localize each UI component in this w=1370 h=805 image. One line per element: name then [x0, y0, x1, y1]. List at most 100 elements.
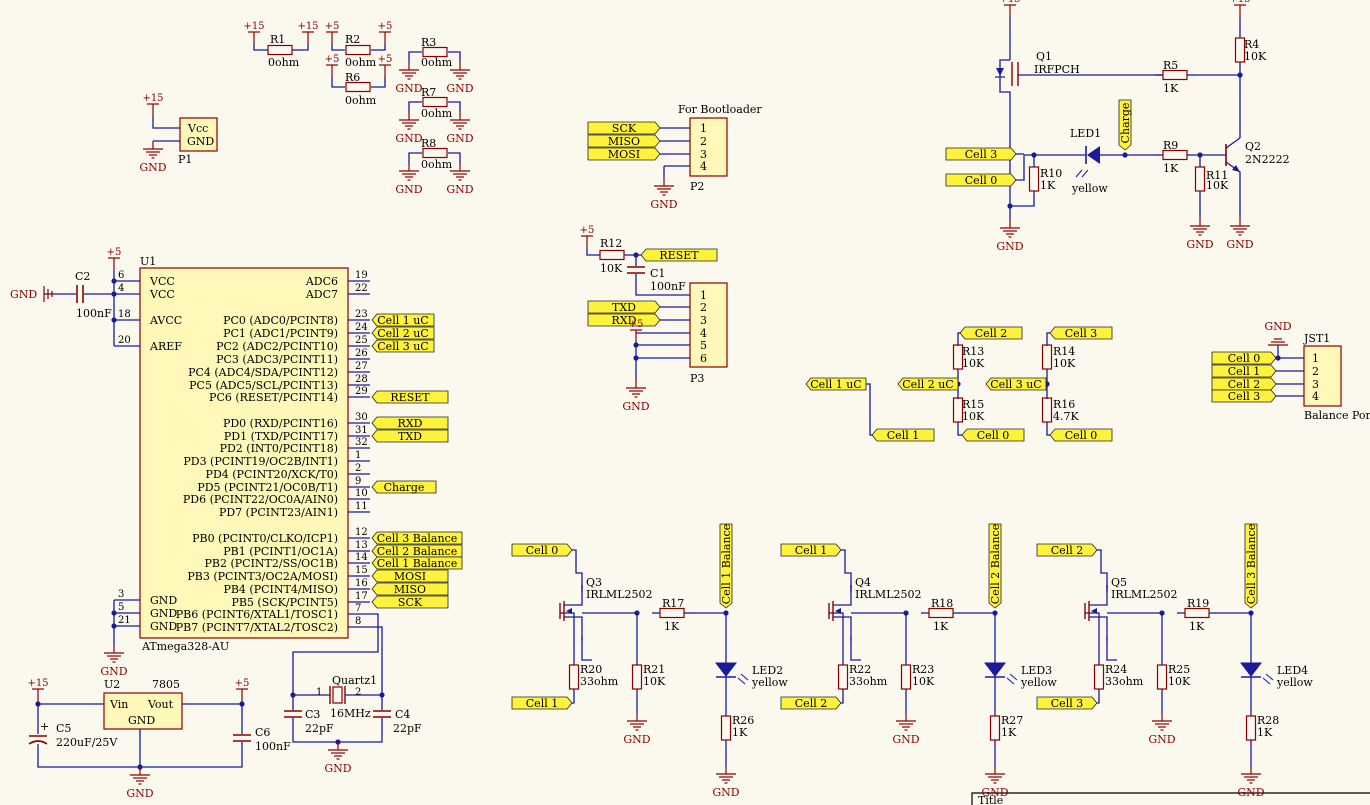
net-label-flag: [1049, 326, 1113, 340]
wire: [331, 77, 345, 88]
resistor-R1: [267, 44, 293, 56]
u1-pin-num: 18: [118, 309, 131, 320]
wire: [866, 383, 872, 436]
label-text: R2: [345, 33, 360, 46]
mosfet-ref: Q5: [1111, 576, 1127, 589]
power-symbol: +15: [243, 21, 264, 32]
led-body: [983, 662, 1007, 677]
resistor-value: 1K: [1257, 726, 1273, 739]
wire: [572, 549, 583, 588]
net-label-flag: [1211, 389, 1277, 403]
net-label-flag: [1036, 543, 1098, 557]
wire: [1225, 137, 1241, 149]
header-P1: [179, 117, 218, 152]
mosfet-arrow: [566, 608, 572, 614]
resistor-R21: [631, 664, 643, 690]
label-text: 0ohm: [421, 158, 453, 171]
label-text: R7: [421, 86, 436, 99]
resistor-R6: [345, 81, 371, 93]
label-text: U1: [140, 255, 156, 268]
header-P2: [689, 117, 728, 177]
wire: [1106, 637, 1117, 661]
net-label-flag: [1211, 351, 1277, 365]
net-label: Cell 0: [1228, 352, 1260, 365]
net-label: Cell 3: [1065, 327, 1097, 340]
wire: [1097, 549, 1108, 588]
u1-pin-name: AVCC: [149, 314, 182, 327]
net-label-flag: [587, 134, 661, 148]
label-text: Vcc: [187, 122, 208, 135]
label-text: R1: [270, 33, 285, 46]
label-text: GND: [1264, 320, 1291, 333]
power-symbol: +15: [142, 93, 163, 104]
u1-pin-num: 12: [355, 527, 368, 538]
pin-number: 2: [1312, 365, 1319, 378]
u1-pin-num: 2: [355, 463, 361, 474]
power-symbol: +5: [378, 54, 393, 65]
net-label: Cell 1 uC: [377, 314, 428, 327]
wire: [253, 44, 263, 51]
resistor-ref: R28: [1257, 714, 1279, 727]
resistor-ref: R13: [962, 345, 984, 358]
u1-pin-name: PB3 (PCINT3/OC2A/MOSI): [187, 570, 338, 583]
label-text: C2: [75, 270, 90, 283]
u1-pin-num: 23: [355, 309, 368, 320]
power-symbol: +5: [325, 54, 340, 65]
gnd-symbol: GND: [623, 733, 650, 746]
net-label: MOSI: [394, 570, 426, 583]
u1-pin-num: 3: [118, 589, 124, 600]
junction-dot: [1275, 355, 1281, 361]
led-value: yellow: [1276, 676, 1313, 689]
net-label-flag: [1211, 364, 1277, 378]
resistor-ref: R20: [580, 663, 602, 676]
label-text: 2: [355, 687, 361, 698]
resistor-value: 33ohm: [580, 675, 619, 688]
pin-number: 2: [700, 301, 707, 314]
gnd-symbol: GND: [446, 82, 473, 95]
label-text: C4: [395, 708, 410, 721]
led-body: [1239, 662, 1263, 677]
net-label: Cell 2 uC: [377, 327, 428, 340]
junction-dot: [633, 355, 639, 361]
net-label-flag: [371, 531, 463, 545]
label-text: Balance Port: [1304, 409, 1370, 422]
label-text: P2: [690, 180, 704, 193]
u1-pin-num: 32: [355, 437, 368, 448]
net-label-flag: [805, 377, 867, 391]
pin-number: 4: [700, 327, 707, 340]
net-label-flag: [961, 428, 1025, 442]
label-text: 22pF: [305, 722, 334, 735]
u1-pin-num: 27: [355, 361, 368, 372]
led-ray: [740, 673, 749, 681]
power-symbol: +5: [235, 678, 250, 689]
net-label-flag: [1211, 377, 1277, 391]
label-text: 0ohm: [345, 94, 377, 107]
wire: [448, 152, 461, 163]
wire: [371, 44, 386, 51]
label-text: C1: [650, 267, 665, 280]
wire: [371, 77, 386, 88]
resistor-R3: [422, 46, 448, 58]
u1-pin-name: PB0 (PCINT0/CLKO/ICP1): [192, 532, 338, 545]
u1-pin-num: 31: [355, 425, 368, 436]
resistor-value: 10K: [643, 675, 666, 688]
resistor-value: 1K: [1189, 620, 1205, 633]
gnd-symbol: GND: [10, 288, 37, 301]
junction-dot: [633, 342, 639, 348]
crystal-Quartz1: [332, 686, 343, 704]
net-label: Cell 0: [965, 174, 997, 187]
u1-pin-name: PC1 (ADC1/PCINT9): [223, 327, 338, 340]
gnd-symbol: GND: [395, 82, 422, 95]
u1-pin-num: 15: [355, 565, 368, 576]
pin-number: 1: [700, 289, 707, 302]
resistor-R17: [659, 607, 685, 619]
junction-dot: [111, 317, 117, 323]
resistor-ref: R5: [1163, 59, 1178, 72]
net-label: Cell 3: [965, 148, 997, 161]
led-value: yellow: [1020, 676, 1057, 689]
label-text: R3: [421, 36, 436, 49]
net-label-flag: [988, 523, 1002, 609]
pin-number: 4: [1312, 390, 1319, 403]
wire: [1010, 191, 1035, 207]
net-label: SCK: [398, 596, 423, 609]
